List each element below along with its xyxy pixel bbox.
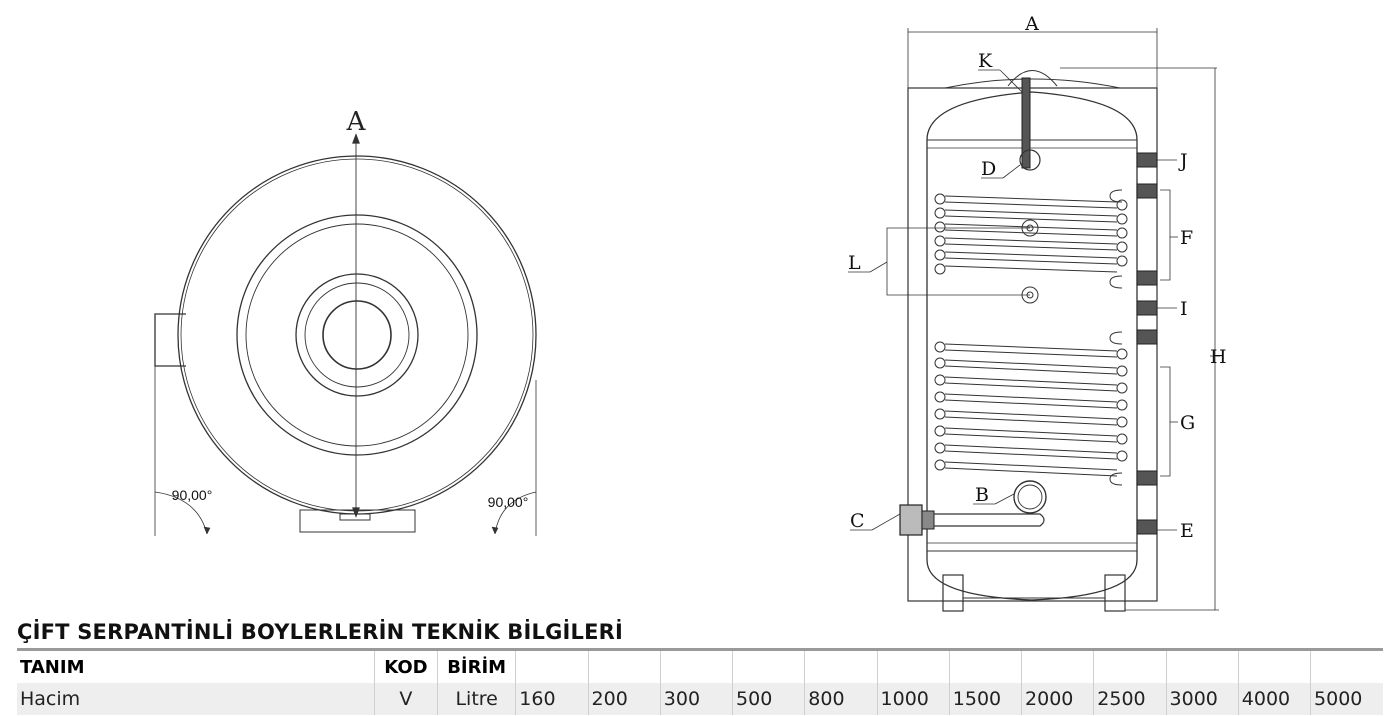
row-unit: Litre xyxy=(437,683,516,715)
volume-cell: 4000 xyxy=(1237,683,1311,715)
spec-table: TANIM KOD BİRİM Hacim V Litre 160 200 30… xyxy=(17,648,1383,715)
side-view xyxy=(848,28,1220,612)
header-empty xyxy=(948,649,1022,683)
header-empty xyxy=(732,649,805,683)
callout-J: J xyxy=(1178,150,1188,172)
angle-label-left: 90,00° xyxy=(172,487,213,503)
angle-label-right: 90,00° xyxy=(488,494,529,510)
top-view xyxy=(154,133,537,536)
callout-I: I xyxy=(1180,298,1188,320)
volume-cell: 2500 xyxy=(1093,683,1167,715)
callout-C: C xyxy=(850,510,865,532)
header-empty xyxy=(876,649,950,683)
volume-cell: 1500 xyxy=(948,683,1022,715)
header-empty xyxy=(659,649,733,683)
callout-F: F xyxy=(1180,227,1193,249)
header-empty xyxy=(1093,649,1167,683)
top-view-section-label: A xyxy=(346,107,367,137)
header-kod: KOD xyxy=(373,649,438,683)
callout-E: E xyxy=(1180,520,1194,542)
header-empty xyxy=(515,649,589,683)
header-empty xyxy=(1165,649,1239,683)
row-code: V xyxy=(373,683,438,715)
header-empty xyxy=(587,649,661,683)
row-name: Hacim xyxy=(17,683,375,715)
technical-drawing: A 90,00° 90,00° xyxy=(154,13,1227,612)
callout-B: B xyxy=(975,484,989,506)
volume-cell: 160 xyxy=(515,683,589,715)
header-empty xyxy=(1237,649,1311,683)
callout-L: L xyxy=(848,252,861,274)
header-tanim: TANIM xyxy=(20,656,85,678)
header-empty xyxy=(1021,649,1094,683)
table-header-row: TANIM KOD BİRİM xyxy=(17,649,1383,683)
volume-cell: 800 xyxy=(804,683,878,715)
callout-D: D xyxy=(981,158,996,180)
volume-cell: 200 xyxy=(587,683,661,715)
height-label: H xyxy=(1210,346,1227,368)
side-view-labels: A H K D L C B J F I G E xyxy=(848,13,1227,542)
width-label: A xyxy=(1024,13,1039,35)
table-row: Hacim V Litre 160 200 300 500 800 1000 1… xyxy=(17,683,1383,715)
volume-cell: 300 xyxy=(659,683,733,715)
callout-K: K xyxy=(978,50,993,72)
volume-cell: 500 xyxy=(732,683,805,715)
header-empty xyxy=(1310,649,1383,683)
volume-cell: 5000 xyxy=(1310,683,1383,715)
callout-G: G xyxy=(1180,412,1195,434)
volume-cell: 2000 xyxy=(1021,683,1094,715)
spec-title: ÇİFT SERPANTİNLİ BOYLERLERİN TEKNİK BİLG… xyxy=(17,620,624,644)
header-empty xyxy=(804,649,878,683)
volume-cell: 1000 xyxy=(876,683,950,715)
header-birim: BİRİM xyxy=(437,649,516,683)
volume-cell: 3000 xyxy=(1165,683,1239,715)
